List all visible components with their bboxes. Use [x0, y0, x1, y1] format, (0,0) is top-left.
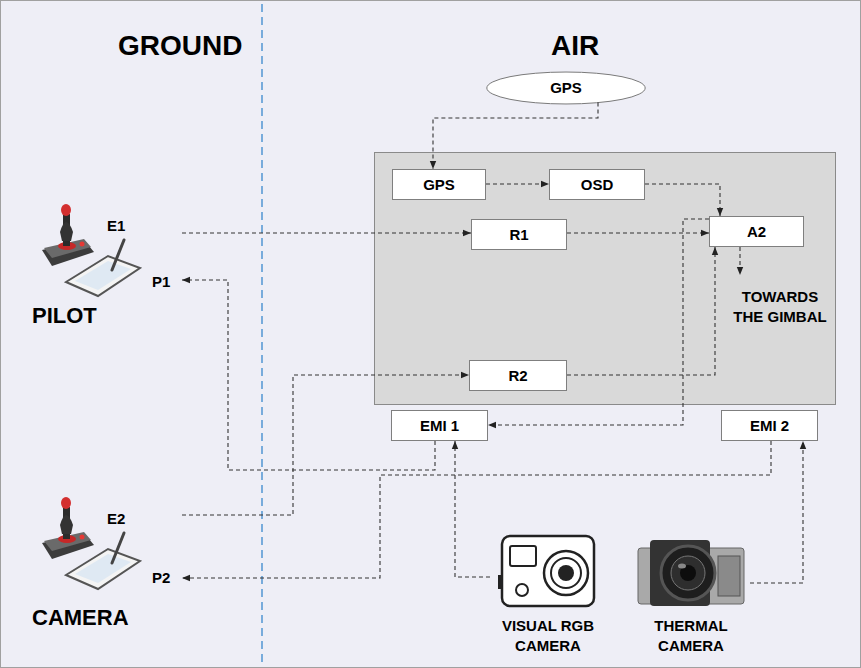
text-holder: CAMERA	[32, 604, 152, 633]
box-label: EMI 1	[420, 416, 459, 436]
thermal-camera-icon	[678, 564, 686, 569]
ground-station: E2P2CAMERA	[28, 489, 182, 629]
text-holder: E1	[107, 216, 139, 236]
text-holder: P1	[152, 272, 182, 292]
box-label: GPS	[423, 175, 455, 195]
rgb-camera-icon	[544, 551, 588, 595]
station-label: CAMERA	[32, 604, 152, 633]
box-label: R1	[509, 225, 528, 245]
box-label: R2	[508, 366, 527, 386]
text-holder: R2	[470, 361, 566, 390]
ground-control-icon	[66, 256, 140, 296]
text-holder: GPS	[393, 170, 485, 199]
signal-link	[182, 441, 771, 578]
text-holder: THERMAL CAMERA	[636, 616, 746, 657]
rgb-camera-icon	[502, 536, 594, 606]
region-heading: AIR	[551, 28, 599, 64]
ground-control-icon	[42, 204, 140, 296]
box-label: A2	[747, 222, 766, 242]
thermal-camera-icon	[671, 556, 705, 590]
controller-box: A2	[709, 216, 804, 247]
station-label: PILOT	[32, 302, 152, 331]
text-holder: P2	[152, 568, 182, 588]
label-holder: GROUND	[118, 28, 242, 64]
label-holder: AIR	[551, 28, 599, 64]
ground-control-icon	[42, 497, 140, 589]
text-holder: GPS	[486, 71, 646, 105]
signal-link	[455, 441, 490, 577]
camera-unit: VISUAL RGB CAMERA	[490, 528, 606, 662]
channel-label: E1	[107, 216, 139, 236]
rgb-camera-icon	[498, 575, 502, 589]
text-holder: EMI 1	[392, 411, 487, 440]
text-holder: OSD	[550, 170, 644, 199]
rgb-camera-icon	[551, 558, 581, 588]
ground-control-icon	[80, 242, 85, 247]
camera-label: THERMAL CAMERA	[636, 616, 746, 657]
channel-label: P2	[152, 568, 182, 588]
ground-control-icon	[61, 204, 71, 216]
rgb-camera-icon	[498, 536, 594, 606]
channel-label: E2	[107, 509, 139, 529]
region-heading: GROUND	[118, 28, 242, 64]
box-label: EMI 2	[750, 416, 789, 436]
camera-unit: THERMAL CAMERA	[632, 528, 750, 662]
transmitter-box: EMI 1	[391, 410, 488, 441]
text-holder: TOWARDS THE GIMBAL	[728, 287, 832, 328]
receiver-box: R1	[471, 219, 567, 250]
ground-control-icon	[112, 240, 124, 270]
thermal-camera-icon	[661, 546, 715, 600]
text-holder: PILOT	[32, 302, 152, 331]
signal-link	[750, 441, 803, 583]
receiver-box: R2	[469, 360, 567, 391]
ground-station: E1P1PILOT	[28, 196, 182, 328]
text-holder: E2	[107, 509, 139, 529]
rgb-camera-icon	[516, 584, 528, 596]
ellipse-outline	[487, 72, 645, 104]
text-holder: VISUAL RGB CAMERA	[493, 616, 603, 657]
camera-label: VISUAL RGB CAMERA	[493, 616, 603, 657]
gimbal-note: TOWARDS THE GIMBAL	[728, 287, 832, 328]
rgb-camera-icon	[510, 546, 536, 566]
ground-air-divider	[261, 4, 263, 664]
module-box: GPS	[392, 169, 486, 200]
box-label: OSD	[581, 175, 614, 195]
ground-control-icon	[75, 261, 131, 290]
rgb-camera-icon	[558, 565, 574, 581]
channel-label: P1	[152, 272, 182, 292]
ground-control-icon	[60, 222, 73, 241]
text-holder: R1	[472, 220, 566, 249]
onboard-system: TOWARDS THE GIMBAL GPS OSD R1 A2R2	[374, 152, 836, 405]
module-box: OSD	[549, 169, 645, 200]
text-holder: EMI 2	[722, 411, 817, 440]
transmitter-box: EMI 2	[721, 410, 818, 441]
box-label: GPS	[550, 78, 582, 98]
gps-satellite: GPS	[486, 71, 646, 105]
thermal-camera-icon	[718, 556, 740, 596]
text-holder: A2	[710, 217, 803, 246]
thermal-camera-icon	[638, 540, 744, 606]
